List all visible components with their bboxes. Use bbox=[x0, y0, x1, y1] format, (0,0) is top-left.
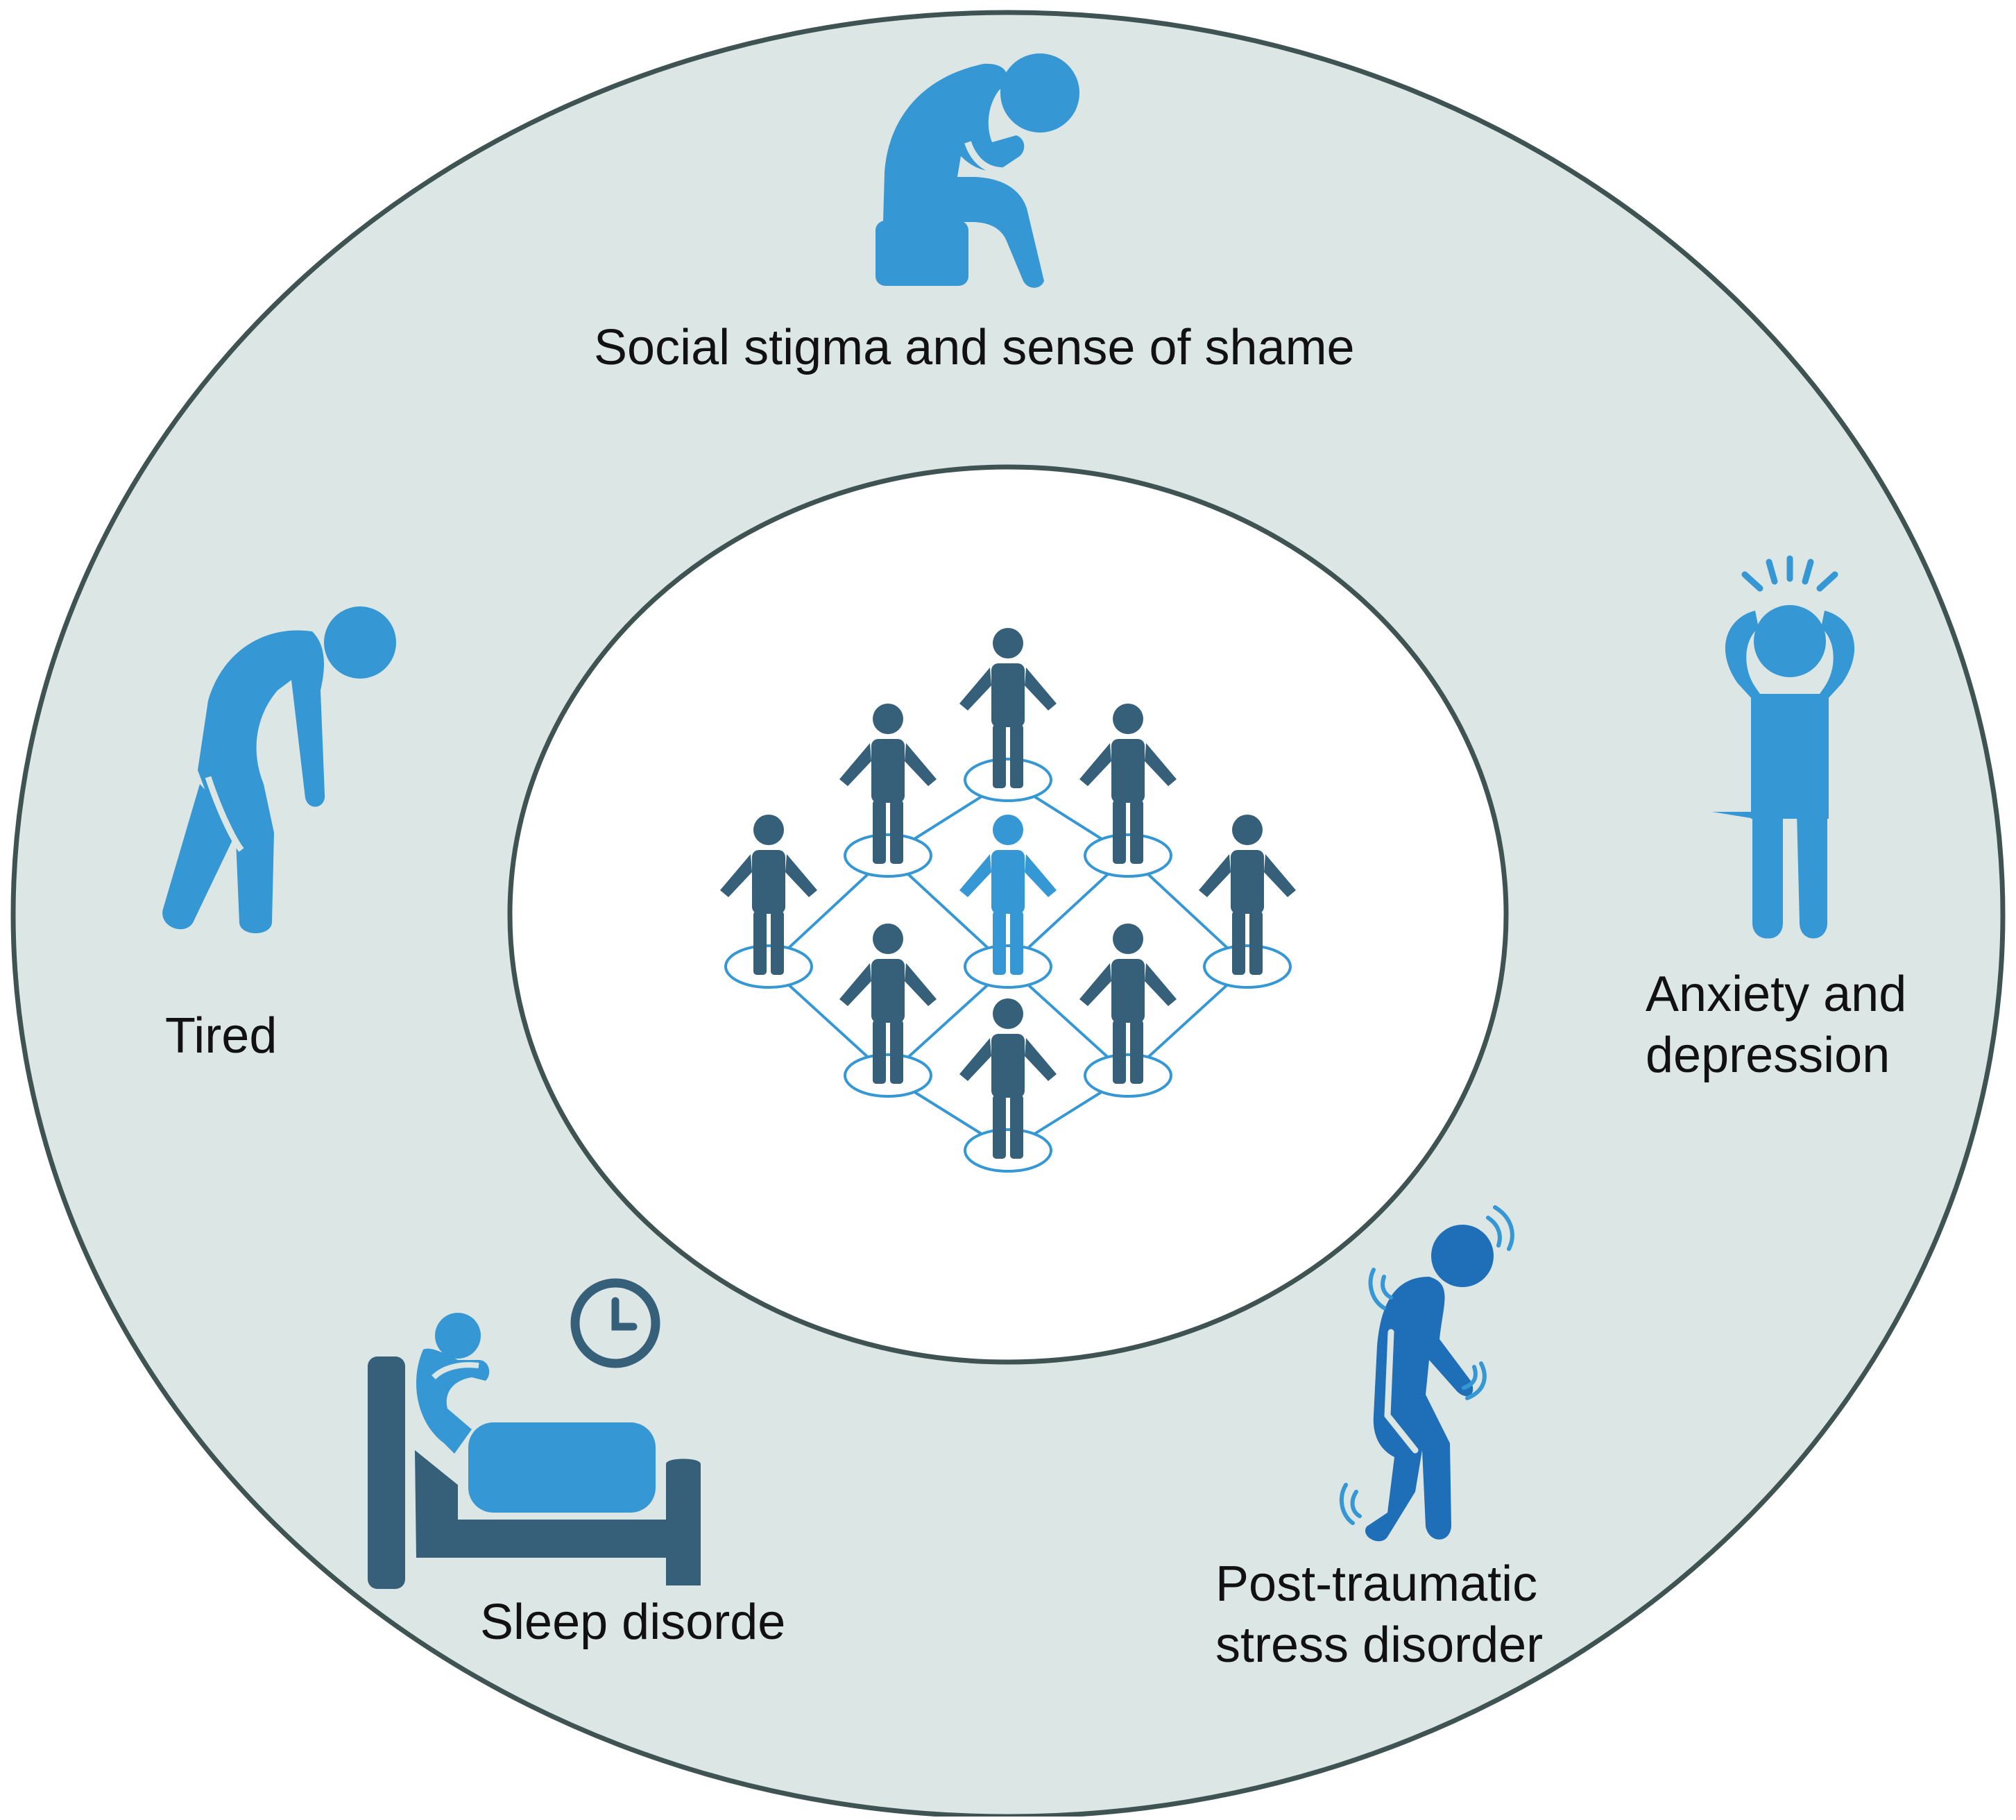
network-person-icon bbox=[839, 924, 937, 1084]
network-node-ring bbox=[964, 758, 1052, 802]
network-person-icon bbox=[959, 628, 1057, 788]
label-ptsd-line2: stress disorder bbox=[1215, 1617, 1544, 1673]
network-node-ring bbox=[1084, 1053, 1172, 1098]
network-node-ring bbox=[964, 1128, 1052, 1173]
inner-circle bbox=[507, 464, 1509, 1365]
label-tired: Tired bbox=[165, 1008, 277, 1064]
network-person-icon bbox=[1079, 924, 1177, 1084]
network-person-icon bbox=[720, 815, 817, 975]
network-node-ring bbox=[964, 944, 1052, 989]
clock-icon bbox=[570, 1278, 660, 1368]
label-ptsd-line1: Post-traumatic bbox=[1215, 1556, 1538, 1612]
network-person-icon bbox=[959, 998, 1057, 1159]
network-node-ring bbox=[1203, 944, 1292, 989]
network-node-ring bbox=[844, 1053, 932, 1098]
central-person-icon bbox=[959, 815, 1057, 975]
network-node-ring bbox=[1084, 833, 1172, 878]
label-sleep-disorder: Sleep disorde bbox=[480, 1594, 786, 1650]
label-anxiety-line2: depression bbox=[1646, 1028, 1890, 1083]
tired-bent-person-icon bbox=[162, 606, 396, 933]
sitting-ashamed-person-icon bbox=[875, 53, 1079, 288]
network-node-ring bbox=[724, 944, 813, 989]
label-anxiety-line1: Anxiety and bbox=[1646, 967, 1907, 1022]
sleepless-person-in-bed-icon bbox=[368, 1313, 701, 1589]
anxious-person-holding-head-icon bbox=[1712, 555, 1855, 939]
network-person-icon bbox=[1199, 815, 1296, 975]
trembling-person-icon bbox=[1339, 1205, 1514, 1542]
label-social-stigma: Social stigma and sense of shame bbox=[594, 320, 1355, 375]
network-person-icon bbox=[1079, 704, 1177, 864]
network-person-icon bbox=[839, 704, 937, 864]
people-network-icon bbox=[720, 628, 1296, 1173]
network-node-ring bbox=[844, 833, 932, 878]
